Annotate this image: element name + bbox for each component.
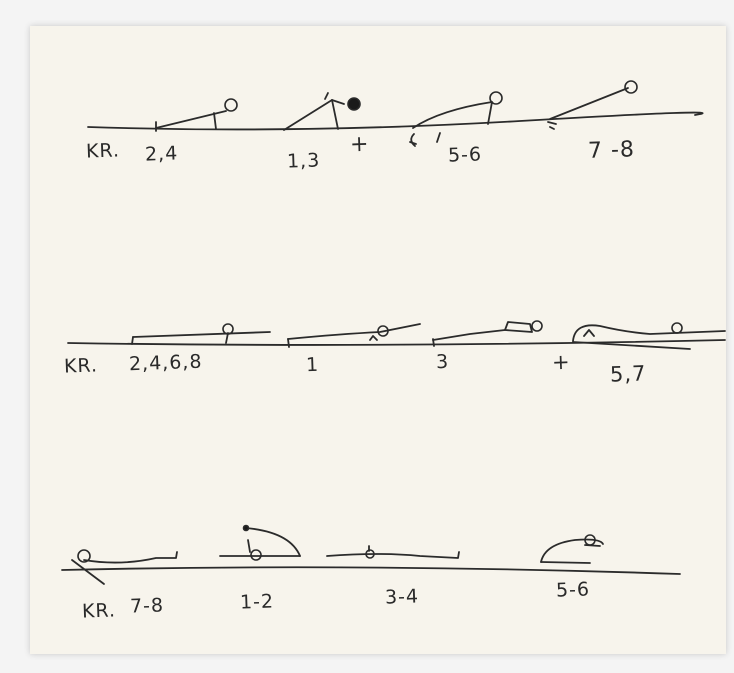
row3-figure-arc [219, 524, 301, 561]
row3-figure-rollback [71, 549, 178, 585]
row1-label: KR. [85, 139, 121, 163]
row2-count-1: 2,4,6,8 [128, 350, 203, 376]
row3-count-1: 7-8 [129, 594, 165, 618]
row1-figure-hips [283, 92, 361, 131]
row3-drawings [61, 524, 681, 585]
paper-sheet [30, 26, 726, 654]
row2-label: KR. [63, 354, 99, 378]
row1-figure-plank [155, 98, 238, 132]
row3-floor-line [61, 566, 681, 575]
row1-count-4: 7 -8 [587, 137, 636, 164]
row3-figure-curl [540, 534, 604, 564]
row2-plus: + [551, 349, 572, 375]
row1-count-2: 1,3 [286, 149, 321, 173]
row1-count-3: 5-6 [447, 143, 483, 167]
row2-count-2: 1 [305, 353, 320, 377]
row3-figure-flat [326, 545, 460, 559]
row2-count-4: 5,7 [609, 361, 647, 387]
row2-count-3: 3 [435, 350, 450, 374]
row3-count-4: 5-6 [555, 578, 591, 602]
row2-figure-arch [572, 322, 726, 350]
row2-figure-lying [131, 323, 271, 345]
row1-count-1: 2,4 [144, 142, 179, 166]
row3-label: KR. [81, 599, 117, 623]
row1-figure-incline [547, 80, 638, 130]
row2-figure-wedge [432, 320, 543, 347]
row1-floor-line [87, 111, 704, 131]
row3-count-2: 1-2 [239, 590, 275, 614]
row3-count-3: 3-4 [384, 585, 420, 609]
row2-drawings [67, 320, 726, 350]
row1-plus: + [349, 131, 370, 158]
row2-figure-lift [287, 323, 421, 348]
row1-drawings [87, 80, 704, 147]
row1-figure-knees [409, 91, 503, 147]
row2-floor-line [67, 339, 726, 346]
